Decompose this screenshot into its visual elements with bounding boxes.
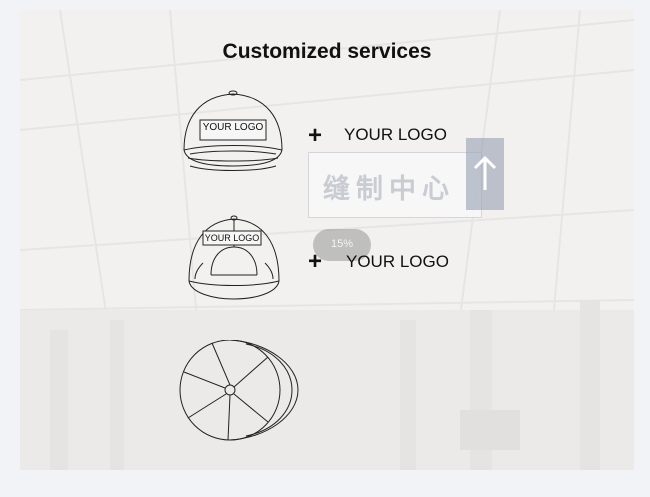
arrow-up-sign — [466, 138, 504, 210]
chinese-signboard: 缝制中心 — [308, 152, 482, 218]
factory-background-panel: 缝制中心 Customized services YOUR LOGO + YOU… — [20, 10, 634, 470]
logo-label: YOUR LOGO — [344, 125, 447, 144]
signboard-text: 缝制中心 — [323, 174, 455, 205]
front-view-cap-drawing — [183, 90, 283, 171]
arrow-up-icon — [473, 155, 497, 190]
panel-cap-drawing — [188, 215, 280, 300]
page-title: Customized services — [222, 40, 432, 63]
cap-logo-text: YOUR LOGO — [204, 233, 260, 243]
plus-sign: + — [308, 248, 323, 275]
cap-logo-text: YOUR LOGO — [202, 122, 264, 133]
progress-badge: 15% — [313, 229, 371, 261]
plus-sign: + — [308, 122, 323, 149]
top-view-cap-drawing — [179, 340, 299, 441]
logo-label: YOUR LOGO — [346, 252, 449, 271]
